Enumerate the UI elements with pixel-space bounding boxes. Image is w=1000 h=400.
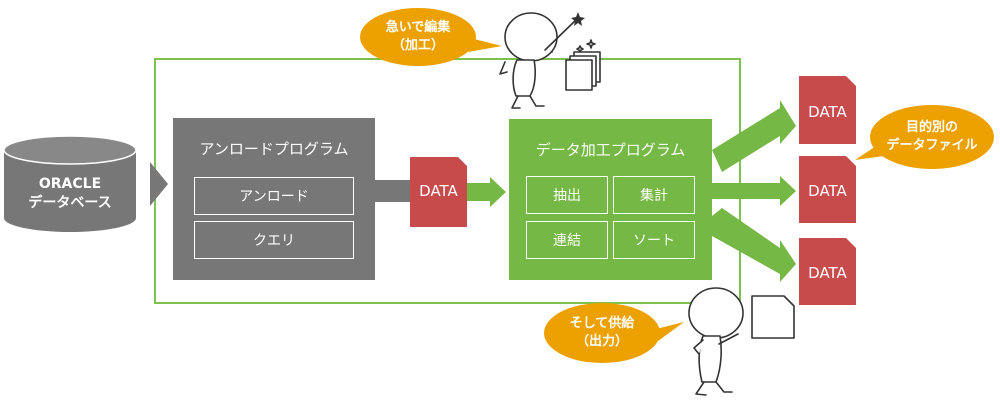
download-step-unload: アンロード [194, 177, 354, 215]
bubble-top: 急いで編集 （加工） [362, 18, 474, 56]
bubble-bottom-line1: そして供給 [569, 316, 635, 331]
db-to-frame-arrow [150, 162, 168, 206]
process-step-join: 連結 [526, 221, 608, 259]
data-file-out-2 [799, 156, 856, 223]
bubble-right-shape [855, 105, 994, 169]
data-file-middle-label: DATA [419, 182, 458, 200]
bubble-top-shape [360, 8, 502, 66]
output-arrow-middle [712, 176, 796, 206]
bubble-bottom: そして供給 （出力） [546, 314, 658, 352]
database-type: データベース [28, 195, 112, 211]
download-program-panel: アンロードプログラム アンロード クエリ [173, 118, 375, 280]
output-arrow-top [712, 100, 796, 172]
bubble-top-line2: （加工） [391, 38, 444, 53]
bubble-right-line2: データファイル [886, 138, 978, 153]
data-to-process-arrow [467, 177, 506, 207]
process-step-sort: ソート [613, 221, 695, 259]
processing-program-panel: データ加工プログラム 抽出 集計 連結 ソート [509, 119, 712, 280]
bubble-right: 目的別の データファイル [872, 118, 992, 156]
database-label: ORACLE データベース [6, 174, 134, 214]
data-file-out-3-label: DATA [808, 264, 847, 282]
process-step-aggregate: 集計 [613, 176, 695, 214]
data-file-out-3 [799, 238, 856, 305]
processing-program-title: データ加工プログラム [535, 140, 686, 159]
bubble-right-line1: 目的別の [905, 120, 958, 135]
data-file-out-2-label: DATA [808, 182, 847, 200]
process-step-extract: 抽出 [526, 176, 608, 214]
bubble-top-line1: 急いで編集 [385, 20, 451, 35]
database-name: ORACLE [38, 176, 102, 192]
download-step-query: クエリ [194, 221, 354, 259]
download-program-title: アンロードプログラム [199, 139, 349, 158]
bubble-bottom-shape [544, 303, 684, 363]
data-file-middle [410, 157, 467, 227]
output-arrow-bottom [712, 208, 796, 282]
database-cylinder [3, 135, 137, 232]
data-file-out-1 [799, 76, 856, 144]
data-file-out-1-label: DATA [808, 103, 847, 121]
bubble-bottom-line2: （出力） [575, 334, 628, 349]
figure-top [499, 12, 601, 109]
figure-bottom [688, 287, 795, 396]
download-connector [375, 180, 411, 202]
